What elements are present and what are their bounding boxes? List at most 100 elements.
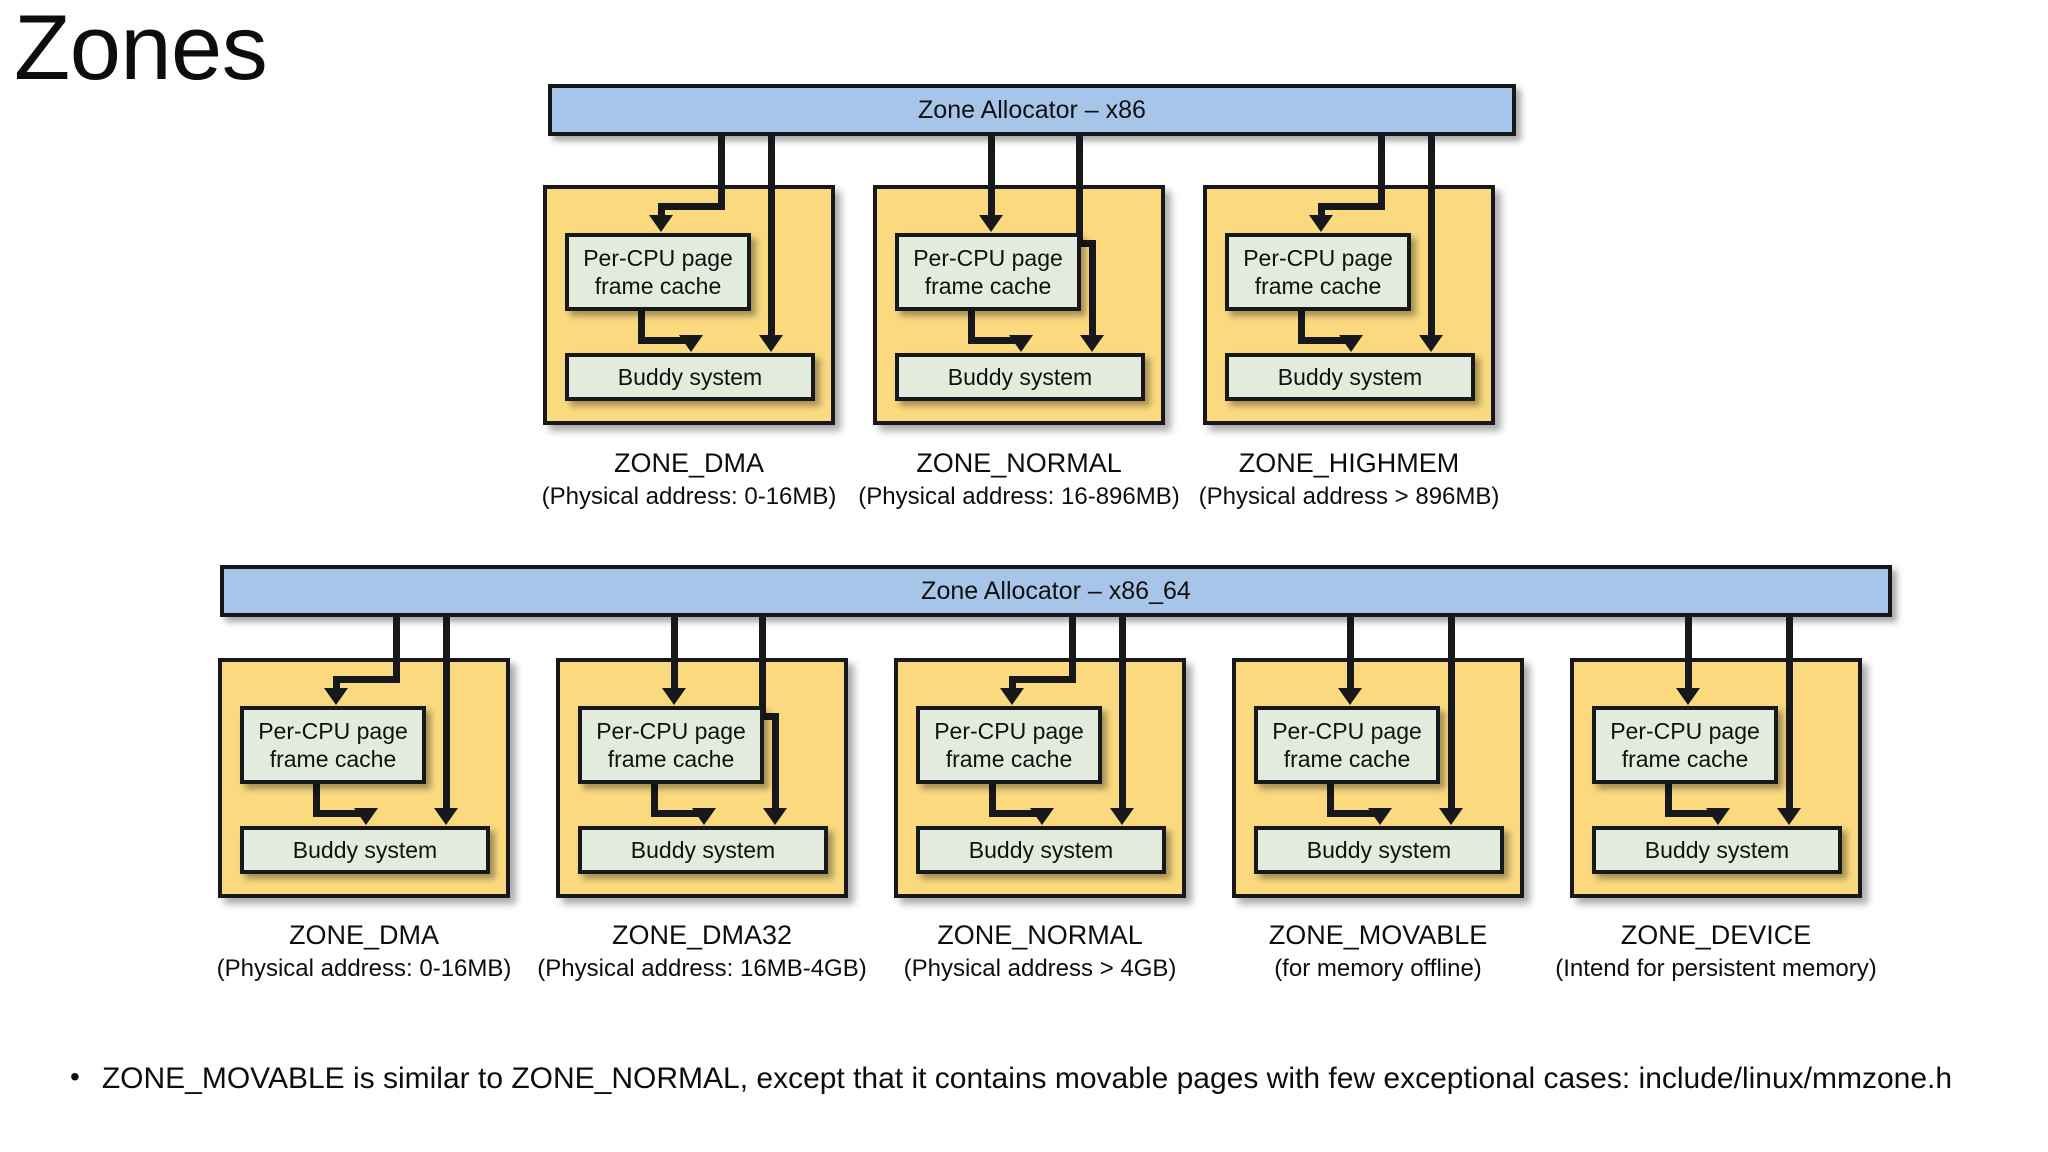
- zone-name-label: ZONE_NORMAL: [916, 448, 1122, 478]
- arrowhead-into-buddy-from-allocator: [1439, 808, 1463, 825]
- connector-cache-to-buddy-vertical: [651, 784, 658, 817]
- connector-cache-to-buddy-horizontal: [1665, 810, 1722, 817]
- arrowhead-into-cache: [1338, 688, 1362, 705]
- connector-allocator-to-cache-vertical: [1069, 617, 1076, 683]
- connector-cache-to-buddy-horizontal: [1327, 810, 1384, 817]
- zone-allocator-label-x86-64: Zone Allocator – x86_64: [921, 576, 1191, 605]
- zone-caption: ZONE_DMA32(Physical address: 16MB-4GB): [512, 920, 892, 983]
- arrowhead-into-cache: [324, 688, 348, 705]
- buddy-system-box: Buddy system: [578, 826, 828, 874]
- connector-allocator-to-buddy-drop: [1089, 240, 1096, 338]
- buddy-system-box: Buddy system: [565, 353, 815, 401]
- zone-name-label: ZONE_DMA: [288, 920, 440, 950]
- buddy-system-box: Buddy system: [895, 353, 1145, 401]
- connector-allocator-to-cache-vertical: [1347, 617, 1354, 691]
- buddy-system-box: Buddy system: [1225, 353, 1475, 401]
- connector-allocator-to-cache-drop: [658, 203, 665, 218]
- connector-allocator-to-cache-vertical: [1685, 617, 1692, 691]
- arrowhead-into-buddy-from-cache: [1368, 808, 1392, 825]
- arrowhead-into-cache: [662, 688, 686, 705]
- buddy-system-label: Buddy system: [630, 836, 776, 863]
- connector-cache-to-buddy-vertical: [1665, 784, 1672, 817]
- zone-name-label: ZONE_DMA: [613, 448, 765, 478]
- buddy-system-label: Buddy system: [1277, 363, 1423, 390]
- connector-cache-to-buddy-vertical: [1298, 311, 1305, 344]
- zone-description-label: (Physical address: 16MB-4GB): [537, 955, 867, 982]
- connector-allocator-to-buddy-vertical: [443, 617, 450, 811]
- connector-allocator-to-buddy-drop: [772, 713, 779, 811]
- connector-cache-to-buddy-horizontal: [1298, 337, 1355, 344]
- buddy-system-label: Buddy system: [292, 836, 438, 863]
- arrowhead-into-buddy-from-allocator: [434, 808, 458, 825]
- arrowhead-into-cache: [1000, 688, 1024, 705]
- arrowhead-into-buddy-from-allocator: [1110, 808, 1134, 825]
- connector-cache-to-buddy-horizontal: [651, 810, 708, 817]
- arrowhead-into-buddy-from-cache: [1706, 808, 1730, 825]
- connector-allocator-to-cache-vertical: [671, 617, 678, 691]
- arrowhead-into-buddy-from-allocator: [1777, 808, 1801, 825]
- connector-allocator-to-cache-vertical: [988, 136, 995, 218]
- zone-description-label: (Physical address: 0-16MB): [216, 955, 512, 982]
- arrowhead-into-buddy-from-allocator: [759, 335, 783, 352]
- buddy-system-box: Buddy system: [240, 826, 490, 874]
- connector-allocator-to-cache-vertical: [1378, 136, 1385, 210]
- page-title: Zones: [14, 0, 268, 99]
- arrowhead-into-buddy-from-cache: [1030, 808, 1054, 825]
- connector-allocator-to-buddy-horizontal: [759, 713, 779, 720]
- bullet-text: ZONE_MOVABLE is similar to ZONE_NORMAL, …: [101, 1062, 1953, 1095]
- connector-allocator-to-buddy-vertical: [1076, 136, 1083, 247]
- connector-allocator-to-buddy-horizontal: [1076, 240, 1096, 247]
- zone-allocator-bar-x86-64: Zone Allocator – x86_64: [220, 565, 1892, 617]
- zone-allocator-bar-x86: Zone Allocator – x86: [548, 84, 1516, 136]
- zone-caption: ZONE_HIGHMEM (Physical address > 896MB): [1159, 448, 1539, 511]
- connector-allocator-to-buddy-vertical: [1428, 136, 1435, 338]
- zone-caption: ZONE_DEVICE(Intend for persistent memory…: [1526, 920, 1906, 983]
- buddy-system-label: Buddy system: [947, 363, 1093, 390]
- connector-cache-to-buddy-horizontal: [313, 810, 370, 817]
- zone-description-label: (Intend for persistent memory): [1555, 955, 1877, 982]
- connector-cache-to-buddy-vertical: [313, 784, 320, 817]
- connector-allocator-to-cache-drop: [1009, 676, 1016, 691]
- zone-description-label: (Physical address > 4GB): [903, 955, 1177, 982]
- buddy-system-box: Buddy system: [916, 826, 1166, 874]
- connector-allocator-to-cache-horizontal: [1009, 676, 1076, 683]
- connector-cache-to-buddy-vertical: [968, 311, 975, 344]
- zone-name-label: ZONE_HIGHMEM: [1238, 448, 1460, 478]
- zone-allocator-label-x86: Zone Allocator – x86: [918, 95, 1146, 124]
- connector-allocator-to-cache-vertical: [718, 136, 725, 210]
- zone-caption: ZONE_NORMAL(Physical address > 4GB): [850, 920, 1230, 983]
- connector-cache-to-buddy-horizontal: [638, 337, 695, 344]
- buddy-system-label: Buddy system: [1306, 836, 1452, 863]
- connector-allocator-to-cache-horizontal: [333, 676, 400, 683]
- bullet-list: • ZONE_MOVABLE is similar to ZONE_NORMAL…: [70, 1060, 2010, 1098]
- connector-allocator-to-cache-vertical: [393, 617, 400, 683]
- connector-allocator-to-buddy-vertical: [759, 617, 766, 720]
- zone-description-label: (Physical address > 896MB): [1198, 483, 1500, 510]
- connector-allocator-to-cache-drop: [333, 676, 340, 691]
- connector-allocator-to-cache-horizontal: [658, 203, 725, 210]
- arrowhead-into-buddy-from-allocator: [1419, 335, 1443, 352]
- connector-cache-to-buddy-vertical: [1327, 784, 1334, 817]
- arrowhead-into-buddy-from-allocator: [1080, 335, 1104, 352]
- arrowhead-into-buddy-from-cache: [1009, 335, 1033, 352]
- buddy-system-label: Buddy system: [968, 836, 1114, 863]
- connector-cache-to-buddy-horizontal: [968, 337, 1025, 344]
- arrowhead-into-cache: [1676, 688, 1700, 705]
- connector-allocator-to-buddy-vertical: [1786, 617, 1793, 811]
- buddy-system-box: Buddy system: [1592, 826, 1842, 874]
- arrowhead-into-buddy-from-allocator: [763, 808, 787, 825]
- connector-cache-to-buddy-vertical: [638, 311, 645, 344]
- zone-description-label: (Physical address: 16-896MB): [858, 483, 1180, 510]
